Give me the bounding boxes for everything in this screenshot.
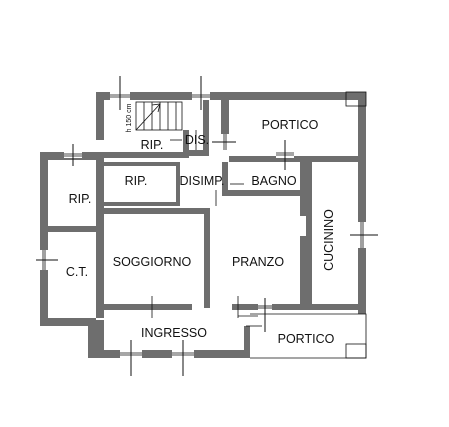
staircase (135, 101, 183, 131)
room-labels: PORTICO RIP. DIS. RIP. RIP. DISIMP. BAGN… (66, 103, 336, 346)
label-rip-top: RIP. (141, 138, 164, 152)
label-ingresso: INGRESSO (141, 326, 207, 340)
label-rip-left: RIP. (69, 192, 92, 206)
label-rip-mid: RIP. (125, 174, 148, 188)
door-openings (151, 130, 262, 327)
porticos (250, 91, 367, 359)
label-dis: DIS. (185, 133, 209, 147)
label-portico-bottom: PORTICO (278, 332, 335, 346)
label-portico-top: PORTICO (262, 118, 319, 132)
label-ct: C.T. (66, 265, 88, 279)
label-pranzo: PRANZO (232, 255, 284, 269)
windows (36, 76, 378, 376)
interior-walls (48, 100, 358, 358)
label-stair-height: h 150 cm (126, 103, 133, 132)
label-soggiorno: SOGGIORNO (113, 255, 192, 269)
label-cucinino: CUCININO (322, 209, 336, 271)
label-bagno: BAGNO (251, 174, 296, 188)
label-disimp: DISIMP. (180, 174, 225, 188)
